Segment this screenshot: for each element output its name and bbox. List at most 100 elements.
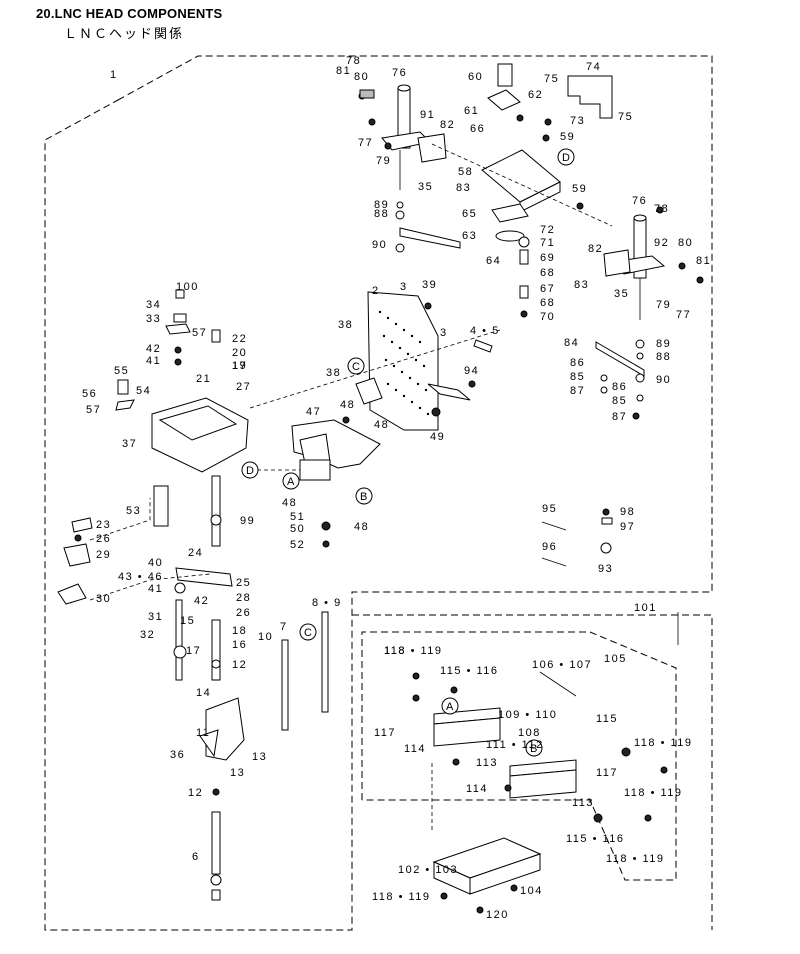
tension-base-plate xyxy=(481,63,613,318)
part-label: 120 xyxy=(486,909,509,921)
part-label: 3 xyxy=(440,327,448,339)
part-label: 88 xyxy=(656,351,671,363)
part-label: 17 xyxy=(186,645,201,657)
part-label: 63 xyxy=(462,230,477,242)
part-label: 68 xyxy=(540,267,555,279)
part-label: 86 xyxy=(612,381,627,393)
part-label: 81 xyxy=(696,255,711,267)
part-label: 85 xyxy=(570,371,585,383)
part-label: 60 xyxy=(468,71,483,83)
part-label: 77 xyxy=(676,309,691,321)
part-label: 99 xyxy=(240,515,255,527)
part-label: 54 xyxy=(136,385,151,397)
part-label: 38 xyxy=(338,319,353,331)
part-label: 42 xyxy=(146,343,161,355)
part-label: 88 xyxy=(374,208,389,220)
part-label: 95 xyxy=(542,503,557,515)
part-label: 26 xyxy=(96,533,111,545)
part-label: 108 xyxy=(518,727,541,739)
part-label: 2 xyxy=(372,285,380,297)
ruler-strips xyxy=(281,611,329,731)
part-label: 82 xyxy=(588,243,603,255)
part-label: 22 xyxy=(232,333,247,345)
part-label: 27 xyxy=(236,381,251,393)
part-label: 61 xyxy=(464,105,479,117)
part-label: 48 xyxy=(282,497,297,509)
part-label: 76 xyxy=(392,67,407,79)
part-label: 18 xyxy=(232,625,247,637)
part-label: 67 xyxy=(540,283,555,295)
part-label: 29 xyxy=(96,549,111,561)
part-label: 12 xyxy=(232,659,247,671)
part-label: 92 xyxy=(654,237,669,249)
part-label: 19 xyxy=(232,360,247,372)
presser-bracket xyxy=(291,416,381,548)
part-label: 118 • 119 xyxy=(606,853,665,865)
part-label: 12 xyxy=(188,787,203,799)
part-label: 109 • 110 xyxy=(498,709,557,721)
callout-C-upper: C xyxy=(347,357,365,375)
callout-B-upper: B xyxy=(355,487,373,505)
part-label: 48 xyxy=(354,521,369,533)
part-label: 20 xyxy=(232,347,247,359)
part-label: 26 xyxy=(236,607,251,619)
small-loose-parts xyxy=(541,508,613,567)
part-label: 41 xyxy=(148,583,163,595)
page-title: 20.LNC HEAD COMPONENTS xyxy=(36,6,223,21)
part-label: 34 xyxy=(146,299,161,311)
part-label: 83 xyxy=(574,279,589,291)
svg-text:C: C xyxy=(304,627,312,639)
part-label: 72 xyxy=(540,224,555,236)
part-label: 10 xyxy=(258,631,273,643)
part-label: 48 xyxy=(340,399,355,411)
part-label: 117 xyxy=(596,767,618,779)
part-label: 76 xyxy=(632,195,647,207)
part-label: 57 xyxy=(86,404,101,416)
part-label: 71 xyxy=(540,237,555,249)
callout-A-lower: A xyxy=(441,697,459,715)
part-label: 75 xyxy=(544,73,559,85)
part-label: 79 xyxy=(376,155,391,167)
part-label: 80 xyxy=(354,71,369,83)
svg-text:A: A xyxy=(287,476,295,488)
part-label: 6 xyxy=(192,851,200,863)
page-subtitle: ＬＮＣヘッド関係 xyxy=(64,27,185,42)
callout-C-lower: C xyxy=(299,623,317,641)
thread-guide-assembly-right xyxy=(595,206,704,420)
part-label: 32 xyxy=(140,629,155,641)
part-label: 104 xyxy=(520,885,543,897)
part-label: 35 xyxy=(418,181,433,193)
part-label: 100 xyxy=(176,281,199,293)
guide-lines xyxy=(89,143,613,830)
part-label: 87 xyxy=(570,385,585,397)
part-label: 91 xyxy=(420,109,435,121)
part-label: 87 xyxy=(612,411,627,423)
part-label: 81 xyxy=(336,65,351,77)
part-label: 52 xyxy=(290,539,305,551)
part-label: 90 xyxy=(656,374,671,386)
head-frame-plate xyxy=(355,291,493,431)
part-label: 59 xyxy=(560,131,575,143)
part-label: 65 xyxy=(462,208,477,220)
part-label: 58 xyxy=(458,166,473,178)
assembly-outline-106-107 xyxy=(361,631,677,881)
part-label: 96 xyxy=(542,541,557,553)
part-label: 101 xyxy=(634,602,657,614)
svg-text:D: D xyxy=(562,152,570,164)
thread-guide-assembly-left xyxy=(358,84,461,253)
part-label: 64 xyxy=(486,255,501,267)
callout-D-lower: D xyxy=(241,461,259,479)
part-label: 106 • 107 xyxy=(532,659,592,671)
part-label: 48 xyxy=(374,419,389,431)
part-label: 115 • 116 xyxy=(440,665,499,677)
part-label: 30 xyxy=(96,593,111,605)
part-label: 24 xyxy=(188,547,203,559)
part-label: 102 • 103 xyxy=(398,864,458,876)
part-label: 70 xyxy=(540,311,555,323)
part-label: 21 xyxy=(196,373,211,385)
part-label: 118 • 119 xyxy=(372,891,431,903)
part-label: 41 xyxy=(146,355,161,367)
part-label: 35 xyxy=(614,288,629,300)
part-label: 94 xyxy=(464,365,479,377)
